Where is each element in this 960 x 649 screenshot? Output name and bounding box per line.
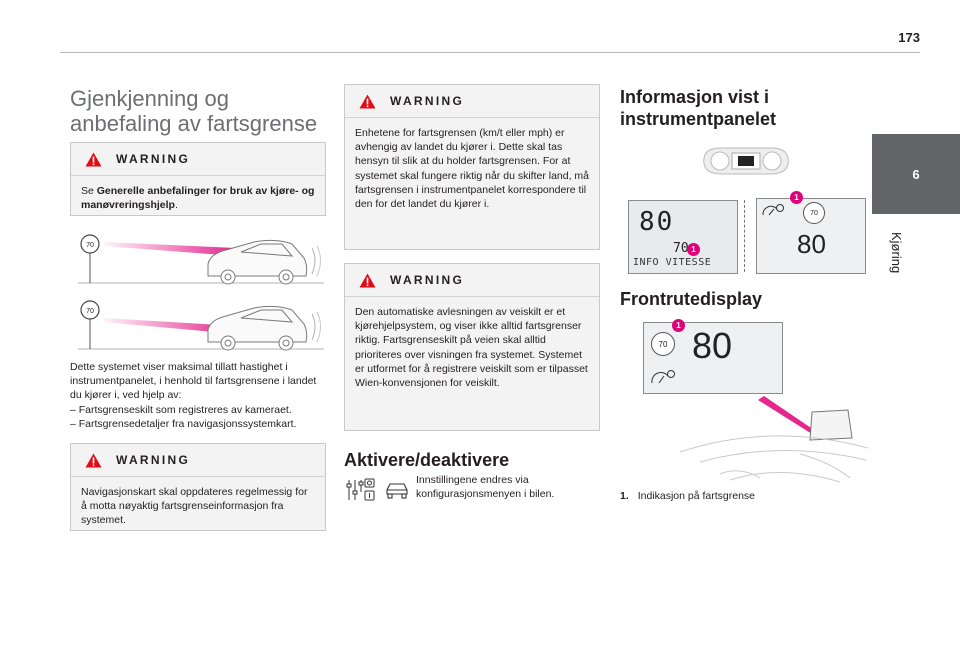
sign-value: 70	[86, 242, 94, 249]
display-separator	[744, 200, 745, 272]
instrument-cluster-location-icon	[703, 147, 789, 175]
warning-text: Navigasjonskart skal oppdateres regelmes…	[81, 486, 308, 527]
warning-heading: WARNING	[116, 453, 191, 467]
speed-limit-recognition-icon	[651, 370, 675, 384]
car-icon	[207, 305, 321, 351]
cluster-display-right: 70 80	[756, 198, 866, 274]
cluster-sign-value: 70	[673, 241, 689, 256]
chapter-number: 6	[912, 166, 920, 182]
hud-title: Frontrutedisplay	[620, 289, 763, 309]
legend-text: Indikasjon på fartsgrense	[637, 490, 756, 502]
car-settings-icon	[386, 483, 408, 499]
bullet-item: – Fartsgrensedetaljer fra navigasjonssys…	[70, 417, 297, 430]
intro-paragraph: Dette systemet viser maksimal tillatt ha…	[70, 360, 330, 431]
warning-box-general: WARNING Se Generelle anbefalinger for br…	[70, 142, 326, 216]
cluster-speed-large: 80	[797, 229, 826, 259]
legend-number: 1.	[620, 490, 629, 502]
header-divider	[60, 52, 920, 53]
warning-header: WARNING	[71, 444, 325, 477]
warning-box-units: WARNING Enhetene for fartsgrensen (km/t …	[344, 84, 600, 250]
speed-limit-sign-icon: 70	[80, 234, 100, 283]
cluster-speed: 80	[639, 207, 675, 237]
car-icon	[207, 239, 321, 285]
callout-badge: 1	[790, 191, 803, 204]
driving-aids-menu-icon	[346, 478, 375, 501]
warning-heading: WARNING	[390, 94, 465, 108]
chapter-label: Kjøring	[889, 232, 904, 274]
warning-heading: WARNING	[116, 152, 191, 166]
chapter-tab[interactable]: 6	[872, 134, 960, 214]
hud-display: 70 80	[643, 322, 783, 394]
cluster-display-left: 80 70 INFO VITESSE	[628, 200, 738, 274]
warning-triangle-icon	[359, 273, 376, 287]
warning-text: Den automatiske avlesningen av veiskilt …	[355, 306, 588, 390]
bullet-item: – Fartsgrenseskilt som registreres av ka…	[70, 403, 292, 416]
legend-item: 1. Indikasjon på fartsgrense	[620, 489, 860, 503]
intro-text: Dette systemet viser maksimal tillatt ha…	[70, 361, 317, 402]
activate-text: Innstillingene endres via konfigurasjons…	[416, 474, 555, 501]
warning-heading: WARNING	[390, 273, 465, 287]
warning-triangle-icon	[85, 152, 102, 166]
page-number: 173	[898, 30, 920, 45]
warning-box-maps: WARNING Navigasjonskart skal oppdateres …	[70, 443, 326, 531]
warning-triangle-icon	[85, 453, 102, 467]
sign-value: 70	[810, 209, 818, 217]
windscreen-illustration	[680, 396, 869, 483]
warning-header: WARNING	[345, 85, 599, 118]
callout-badge: 1	[672, 319, 685, 332]
warning-header: WARNING	[71, 143, 325, 176]
warning-bold-reference[interactable]: Generelle anbefalinger for bruk av kjøre…	[81, 185, 315, 212]
callout-badge: 1	[687, 243, 700, 256]
speed-limit-sign-icon: 70	[80, 300, 100, 349]
hud-speed: 80	[692, 325, 733, 366]
speed-limit-sign-icon: 70	[651, 332, 675, 356]
warning-box-recognition: WARNING Den automatiske avlesningen av v…	[344, 263, 600, 431]
warning-end: .	[174, 199, 178, 212]
activate-title: Aktivere/deaktivere	[344, 450, 510, 470]
sign-value: 70	[86, 308, 94, 315]
warning-intro: Se	[81, 185, 97, 197]
warning-header: WARNING	[345, 264, 599, 297]
warning-triangle-icon	[359, 94, 376, 108]
cluster-info-text: INFO VITESSE	[633, 257, 712, 268]
illustration-navigation-detection: 70	[78, 300, 324, 351]
section-title: Gjenkjenning og anbefaling av fartsgrens…	[70, 86, 318, 136]
warning-text: Se Generelle anbefalinger for bruk av kj…	[71, 176, 325, 220]
warning-text: Enhetene for fartsgrensen (km/t eller mp…	[355, 127, 590, 211]
speed-limit-sign-icon: 70	[803, 202, 825, 224]
sign-value: 70	[658, 339, 668, 349]
cluster-title: Informasjon vist i instrumentpanelet	[620, 87, 777, 129]
speed-limit-recognition-icon	[762, 204, 784, 216]
illustration-camera-detection: 70	[78, 234, 324, 285]
